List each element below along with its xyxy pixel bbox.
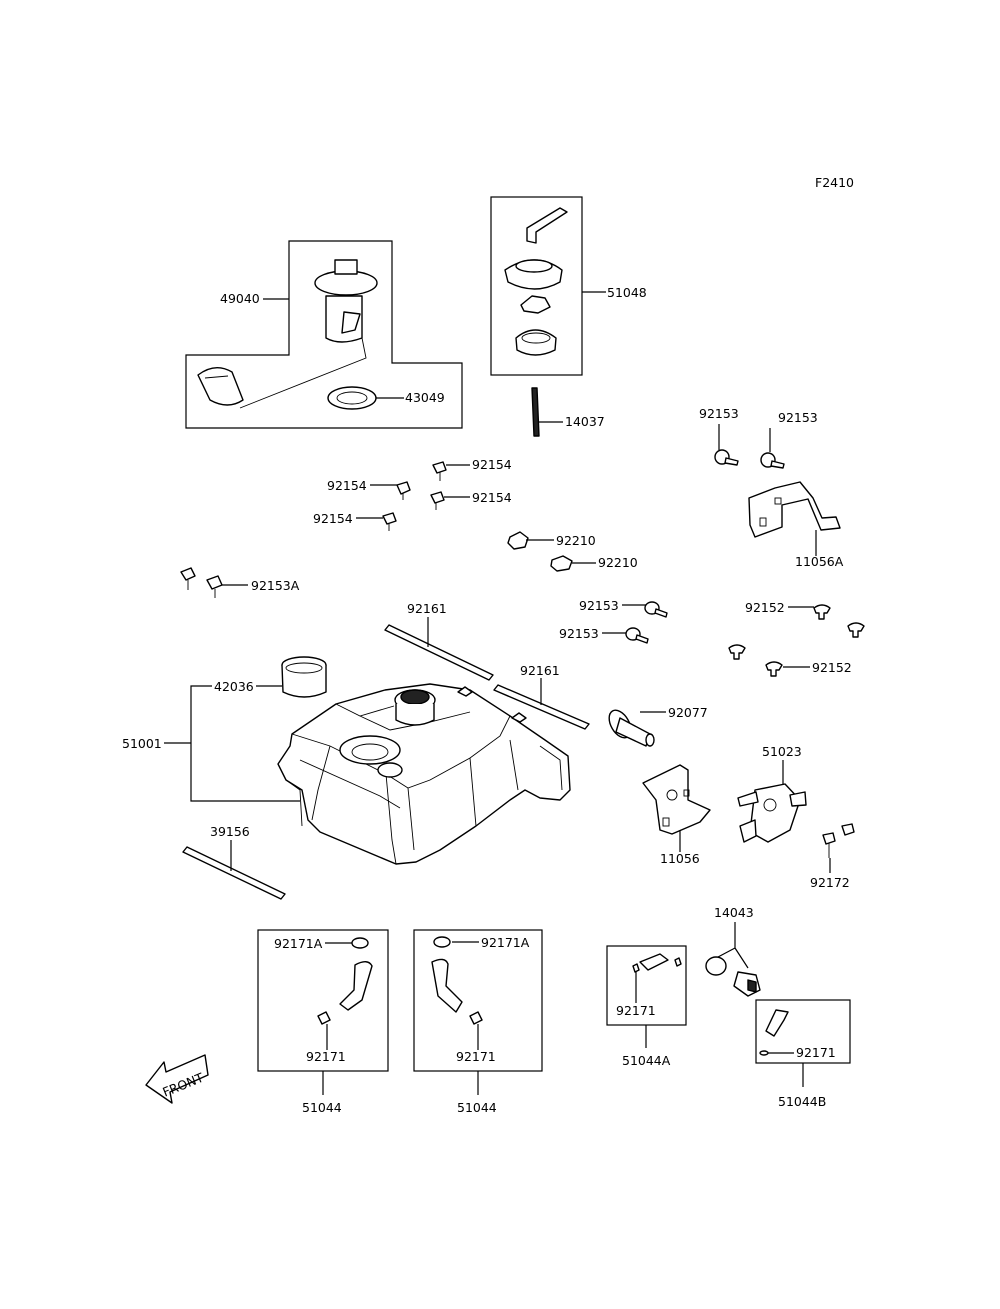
fuel-filter-icon bbox=[705, 956, 761, 997]
label-11056A: 11056A bbox=[795, 554, 844, 569]
fuel-tank-icon bbox=[277, 683, 571, 865]
bolt-mid-icon bbox=[625, 601, 668, 644]
hose-clamp-2-icon bbox=[431, 936, 483, 1025]
label-92154-3: 92154 bbox=[472, 490, 512, 505]
fuel-cock-icon bbox=[737, 783, 807, 843]
fuel-pump-assembly-box bbox=[185, 240, 463, 429]
label-92154-2: 92154 bbox=[327, 478, 367, 493]
label-92171-1: 92171 bbox=[306, 1049, 346, 1064]
bracket-11056A-icon bbox=[748, 481, 841, 538]
label-51044B: 51044B bbox=[778, 1094, 826, 1109]
label-51001: 51001 bbox=[122, 736, 162, 751]
label-51048: 51048 bbox=[607, 285, 647, 300]
label-92171-3: 92171 bbox=[616, 1003, 656, 1018]
label-14037: 14037 bbox=[565, 414, 605, 429]
nut-icon bbox=[507, 531, 573, 572]
screw-icon bbox=[382, 461, 447, 531]
label-92161-2: 92161 bbox=[520, 663, 560, 678]
vent-tube-icon bbox=[531, 387, 540, 437]
label-92172: 92172 bbox=[810, 875, 850, 890]
label-11056: 11056 bbox=[660, 851, 700, 866]
label-92171A-2: 92171A bbox=[481, 935, 530, 950]
label-92153-c: 92153 bbox=[579, 598, 619, 613]
label-51044-2: 51044 bbox=[457, 1100, 497, 1115]
rubber-strip-icon bbox=[384, 624, 590, 730]
label-43049: 43049 bbox=[405, 390, 445, 405]
label-51044-1: 51044 bbox=[302, 1100, 342, 1115]
strainer-icon bbox=[281, 656, 327, 698]
label-92171A-1: 92171A bbox=[274, 936, 323, 951]
label-39156: 39156 bbox=[210, 824, 250, 839]
label-92152-1: 92152 bbox=[745, 600, 785, 615]
label-92153-a: 92153 bbox=[699, 406, 739, 421]
label-92153-b: 92153 bbox=[778, 410, 818, 425]
label-92153-d: 92153 bbox=[559, 626, 599, 641]
label-49040: 49040 bbox=[220, 291, 260, 306]
label-51044A: 51044A bbox=[622, 1053, 671, 1068]
fuel-cap-icon bbox=[504, 207, 568, 356]
label-92077: 92077 bbox=[668, 705, 708, 720]
label-92152-2: 92152 bbox=[812, 660, 852, 675]
screw-92172-icon bbox=[822, 823, 855, 858]
label-92154-4: 92154 bbox=[313, 511, 353, 526]
fuel-pump-icon bbox=[197, 259, 378, 409]
pump-gasket-icon bbox=[327, 386, 377, 410]
bolt-92153A-icon bbox=[180, 567, 223, 598]
strip-39156-icon bbox=[182, 846, 286, 900]
grommet-92077-icon bbox=[608, 709, 655, 747]
front-arrow-icon: FRONT bbox=[145, 1054, 209, 1104]
label-92154-1: 92154 bbox=[472, 457, 512, 472]
label-92171-4: 92171 bbox=[796, 1045, 836, 1060]
label-14043: 14043 bbox=[714, 905, 754, 920]
label-92153A: 92153A bbox=[251, 578, 300, 593]
fuel-cap-assembly-box bbox=[490, 196, 583, 376]
label-92210-2: 92210 bbox=[598, 555, 638, 570]
bolt-icon bbox=[714, 449, 785, 469]
label-42036: 42036 bbox=[214, 679, 254, 694]
grommet-icon bbox=[728, 604, 865, 677]
hose-51044A-icon bbox=[632, 953, 682, 973]
bracket-11056-icon bbox=[642, 764, 711, 835]
label-92161-1: 92161 bbox=[407, 601, 447, 616]
label-92210-1: 92210 bbox=[556, 533, 596, 548]
hose-clamp-icon bbox=[317, 937, 373, 1025]
label-92171-2: 92171 bbox=[456, 1049, 496, 1064]
diagram-code: F2410 bbox=[815, 175, 854, 190]
tank-assembly-bracket-line bbox=[190, 685, 300, 802]
hose-51044B-icon bbox=[759, 1009, 789, 1056]
label-51023: 51023 bbox=[762, 744, 802, 759]
